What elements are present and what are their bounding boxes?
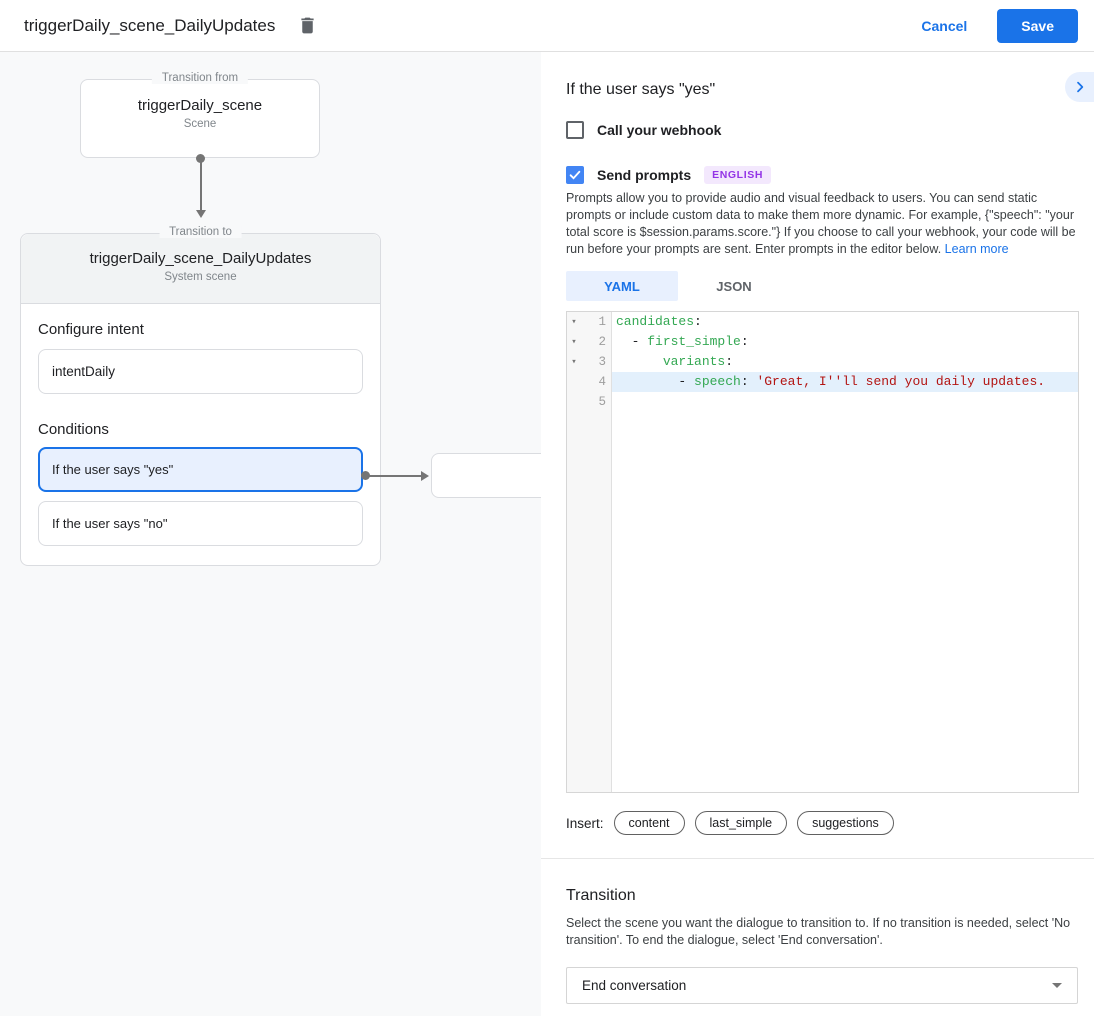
condition-detail-panel: If the user says "yes" Call your webhook… xyxy=(541,52,1094,1016)
connector-stem xyxy=(369,474,421,477)
line-number: 3 xyxy=(598,355,606,369)
insert-chip-suggestions[interactable]: suggestions xyxy=(797,811,894,835)
line-number: 2 xyxy=(598,335,606,349)
from-scene-subtitle: Scene xyxy=(183,118,217,130)
dropdown-caret-icon xyxy=(1052,983,1062,988)
section-divider xyxy=(541,858,1094,859)
arrowhead-down-icon xyxy=(195,210,206,218)
send-prompts-checkbox[interactable] xyxy=(566,166,584,184)
to-scene-header[interactable]: triggerDaily_scene_DailyUpdates System s… xyxy=(21,234,380,304)
to-scene-body: Configure intent intentDaily Conditions … xyxy=(21,304,380,546)
fold-arrow-icon[interactable]: ▾ xyxy=(571,357,577,367)
line-number: 1 xyxy=(598,315,606,329)
fold-arrow-icon[interactable]: ▾ xyxy=(571,317,577,327)
transition-dropdown-value: End conversation xyxy=(582,978,687,993)
connector-dot xyxy=(361,471,370,480)
code-line[interactable]: variants: xyxy=(662,354,734,369)
panel-title: If the user says "yes" xyxy=(566,81,716,98)
editor-code-area[interactable]: candidates: - first_simple: variants: - … xyxy=(612,312,1078,792)
condition-item-yes[interactable]: If the user says "yes" xyxy=(38,447,363,492)
conditions-label: Conditions xyxy=(38,421,109,438)
header: triggerDaily_scene_DailyUpdates Cancel S… xyxy=(0,0,1094,52)
arrowhead-right-icon xyxy=(421,470,429,481)
yaml-code-editor[interactable]: ▾1 ▾2 ▾3 4 5 candidates: - first_simple:… xyxy=(566,311,1079,793)
transition-from-scene-node[interactable]: Transition from triggerDaily_scene Scene xyxy=(80,72,320,158)
insert-chip-last-simple[interactable]: last_simple xyxy=(694,811,788,835)
tab-yaml[interactable]: YAML xyxy=(566,271,678,301)
chevron-right-icon xyxy=(1072,79,1088,95)
gutter-line: ▾3 xyxy=(567,352,611,372)
fold-arrow-icon[interactable]: ▾ xyxy=(571,337,577,347)
transition-description: Select the scene you want the dialogue t… xyxy=(566,916,1071,947)
cancel-button[interactable]: Cancel xyxy=(921,17,968,34)
transition-from-legend: Transition from xyxy=(151,72,249,84)
call-webhook-label: Call your webhook xyxy=(597,122,722,138)
webhook-checkbox-row: Call your webhook xyxy=(566,121,1078,139)
flow-arrow-right xyxy=(361,470,431,481)
learn-more-link[interactable]: Learn more xyxy=(944,242,1009,256)
save-button[interactable]: Save xyxy=(997,8,1078,43)
code-line[interactable] xyxy=(612,392,1078,412)
transition-to-scene-node: Transition to triggerDaily_scene_DailyUp… xyxy=(20,226,381,566)
to-scene-title: triggerDaily_scene_DailyUpdates xyxy=(89,250,312,267)
line-number: 4 xyxy=(598,375,606,389)
condition-item-no[interactable]: If the user says "no" xyxy=(38,501,363,546)
flow-arrow-down xyxy=(195,154,206,218)
transition-section-title: Transition xyxy=(566,887,636,904)
connector-dot xyxy=(196,154,205,163)
prompts-checkbox-row: Send prompts ENGLISH xyxy=(566,166,1078,184)
line-number: 5 xyxy=(598,395,606,409)
call-webhook-checkbox[interactable] xyxy=(566,121,584,139)
transition-dropdown[interactable]: End conversation xyxy=(566,967,1078,1004)
editor-format-tabs: YAML JSON xyxy=(566,271,1078,301)
delete-scene-button[interactable] xyxy=(293,12,321,40)
intent-item[interactable]: intentDaily xyxy=(38,349,363,394)
gutter-line: ▾2 xyxy=(567,332,611,352)
from-scene-title: triggerDaily_scene xyxy=(137,97,263,114)
editor-gutter: ▾1 ▾2 ▾3 4 5 xyxy=(567,312,612,792)
insert-row: Insert: content last_simple suggestions xyxy=(566,811,1078,835)
send-prompts-label: Send prompts xyxy=(597,167,692,183)
transition-to-legend: Transition to xyxy=(159,226,242,238)
insert-label: Insert: xyxy=(566,815,604,831)
prompts-description: Prompts allow you to provide audio and v… xyxy=(566,190,1078,258)
insert-chip-content[interactable]: content xyxy=(613,811,685,835)
scene-diagram-panel: Transition from triggerDaily_scene Scene… xyxy=(0,52,541,1016)
gutter-line: ▾1 xyxy=(567,312,611,332)
checkmark-icon xyxy=(568,168,582,182)
prompts-description-text: Prompts allow you to provide audio and v… xyxy=(566,191,1076,256)
tab-json[interactable]: JSON xyxy=(716,278,752,294)
collapse-panel-button[interactable] xyxy=(1065,72,1094,102)
connector-stem xyxy=(199,162,202,210)
trash-icon xyxy=(297,15,318,36)
code-line[interactable]: candidates: xyxy=(616,314,702,329)
gutter-line: 5 xyxy=(567,392,611,412)
gutter-line: 4 xyxy=(567,372,611,392)
to-scene-subtitle: System scene xyxy=(164,271,237,283)
language-badge: ENGLISH xyxy=(704,166,771,184)
code-line[interactable]: - first_simple: xyxy=(616,334,749,349)
code-line-active[interactable]: - speech: 'Great, I''ll send you daily u… xyxy=(612,372,1078,392)
configure-intent-label: Configure intent xyxy=(38,321,144,338)
transition-target-node[interactable] xyxy=(431,453,541,498)
page-title: triggerDaily_scene_DailyUpdates xyxy=(24,15,276,35)
